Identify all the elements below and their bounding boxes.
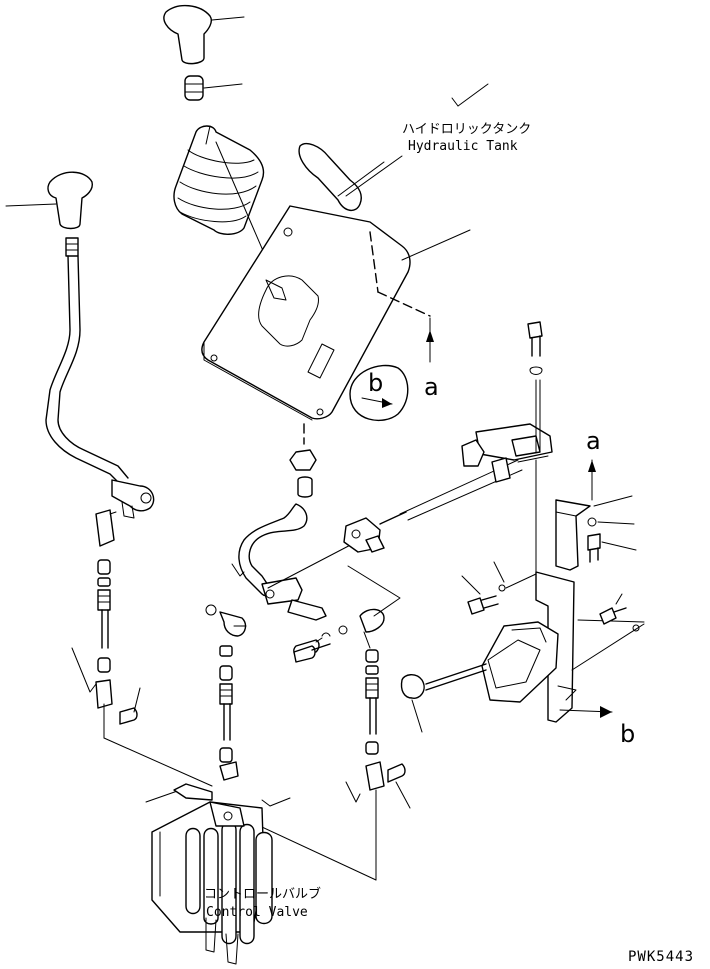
lever-knob-left: [5, 171, 94, 230]
left-linkage-rod: [71, 509, 213, 787]
view-marker-b-circle: b: [368, 369, 383, 397]
view-arrow-a-right: a: [586, 427, 601, 501]
view-arrow-a-upper: a: [424, 317, 439, 401]
detail-circle-b: b: [349, 364, 409, 422]
hydraulic-tank-label: ハイドロリックタンク Hydraulic Tank: [345, 83, 531, 197]
view-marker-a-upper: a: [424, 373, 439, 401]
center-linkage-rod: [205, 604, 247, 781]
hydraulic-tank-pipe: [298, 142, 385, 211]
view-arrow-b-right: b: [620, 720, 635, 748]
control-valve-body: コントロールバルブ Control Valve: [145, 783, 321, 965]
lever-rubber-boot: [173, 125, 281, 291]
cable-bracket-upper: [461, 423, 553, 483]
knob-insert-nut: [184, 75, 243, 101]
hydraulic-tank-label-en: Hydraulic Tank: [408, 139, 518, 154]
pull-knob-plug: [400, 663, 487, 733]
floor-cover-plate: [201, 205, 471, 421]
control-valve-label-en: Control Valve: [206, 905, 308, 920]
small-bracket-right: [555, 495, 637, 571]
control-valve-label-jp: コントロールバルブ: [204, 886, 321, 902]
control-lever: [45, 237, 155, 519]
bolt-center-lower: [293, 643, 331, 663]
main-bracket-right: [481, 459, 645, 723]
hydraulic-tank-label-jp: ハイドロリックタンク: [402, 122, 531, 137]
drawing-code: PWK5443: [628, 949, 694, 965]
view-marker-b-right: b: [620, 720, 635, 748]
view-marker-a-right: a: [586, 427, 601, 455]
center-lever-assembly: [231, 423, 361, 621]
bolt-top-right: [527, 321, 543, 453]
bolt-bracket-left: [461, 561, 537, 615]
lever-knob-top: [163, 5, 245, 65]
bolt-right-middle: [599, 593, 640, 632]
